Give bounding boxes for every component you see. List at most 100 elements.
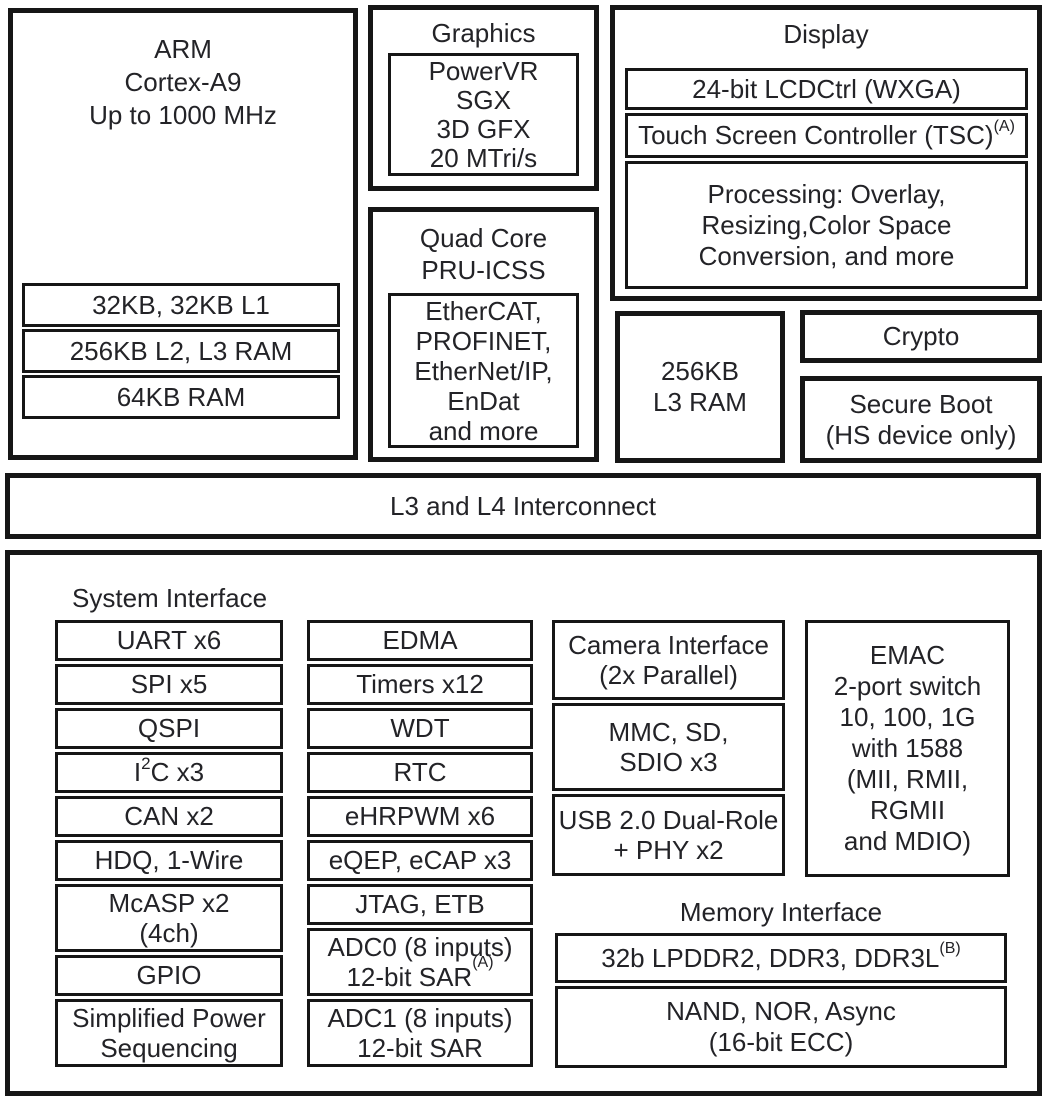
mmc-line2: SDIO x3	[619, 747, 718, 777]
nand-line1: NAND, NOR, Async	[666, 996, 896, 1026]
usb-line2: + PHY x2	[613, 835, 724, 865]
touch-screen-controller-row: Touch Screen Controller (TSC)(A)	[625, 113, 1028, 158]
power-line2: Sequencing	[100, 1033, 238, 1063]
gpu-line3: 3D GFX	[436, 113, 531, 144]
pru-title-line1: Quad Core	[419, 223, 548, 253]
wdt-row: WDT	[307, 708, 533, 749]
secure-boot-block: Secure Boot (HS device only)	[800, 376, 1042, 463]
gpu-line4: 20 MTri/s	[429, 142, 538, 173]
emac-line6: RGMII	[869, 795, 946, 825]
pru-line4: EnDat	[447, 385, 520, 416]
pru-title-line2: PRU-ICSS	[421, 255, 546, 285]
camera-interface-row: Camera Interface (2x Parallel)	[552, 620, 785, 700]
uart-row: UART x6	[55, 620, 283, 661]
arm-ram-row: 64KB RAM	[22, 375, 340, 419]
interconnect-bar: L3 and L4 Interconnect	[5, 473, 1041, 539]
emac-line7: and MDIO)	[843, 826, 972, 856]
ddr-row: 32b LPDDR2, DDR3, DDR3L(B)	[555, 933, 1007, 983]
pru-line1: EtherCAT,	[425, 295, 542, 326]
qspi-row: QSPI	[55, 708, 283, 749]
emac-block: EMAC 2-port switch 10, 100, 1G with 1588…	[805, 620, 1010, 877]
nand-nor-row: NAND, NOR, Async (16-bit ECC)	[555, 986, 1007, 1068]
camera-line2: (2x Parallel)	[599, 660, 738, 690]
mcasp-line1: McASP x2	[108, 888, 230, 918]
mmc-sd-row: MMC, SD, SDIO x3	[552, 703, 785, 791]
mmc-line1: MMC, SD,	[608, 717, 729, 747]
gpu-line1: PowerVR	[428, 55, 539, 86]
graphics-gpu-box: PowerVR SGX 3D GFX 20 MTri/s	[388, 53, 579, 176]
arm-title-line1: ARM	[154, 34, 212, 64]
spi-row: SPI x5	[55, 664, 283, 705]
power-sequencing-row: Simplified Power Sequencing	[55, 999, 283, 1067]
eqep-ecap-row: eQEP, eCAP x3	[307, 840, 533, 881]
pru-line2: PROFINET,	[415, 325, 552, 356]
arm-l2-cache-row: 256KB L2, L3 RAM	[22, 329, 340, 373]
display-block: Display 24-bit LCDCtrl (WXGA) Touch Scre…	[610, 5, 1042, 301]
usb-row: USB 2.0 Dual-Role + PHY x2	[552, 794, 785, 876]
emac-line5: (MII, RMII,	[846, 764, 969, 794]
gpu-line2: SGX	[456, 84, 511, 115]
memory-interface-title: Memory Interface	[555, 897, 1007, 928]
pru-line5: and more	[428, 415, 539, 446]
processing-line1: Processing: Overlay,	[707, 178, 946, 209]
secure-boot-line2: (HS device only)	[825, 419, 1017, 450]
emac-line4: with 1588	[851, 733, 964, 763]
jtag-etb-row: JTAG, ETB	[307, 884, 533, 925]
system-interface-title: System Interface	[72, 583, 268, 614]
emac-line2: 2-port switch	[833, 671, 982, 701]
gpio-row: GPIO	[55, 955, 283, 996]
emac-line1: EMAC	[869, 640, 946, 670]
l3-ram-block: 256KB L3 RAM	[615, 311, 785, 463]
emac-line3: 10, 100, 1G	[839, 702, 976, 732]
arm-block: ARM Cortex-A9 Up to 1000 MHz 32KB, 32KB …	[8, 8, 358, 460]
adc1-line2: 12-bit SAR	[357, 1033, 483, 1063]
adc0-footnote: (A)	[472, 954, 494, 972]
can-row: CAN x2	[55, 796, 283, 837]
timers-row: Timers x12	[307, 664, 533, 705]
crypto-block: Crypto	[800, 310, 1042, 363]
adc1-row: ADC1 (8 inputs) 12-bit SAR	[307, 999, 533, 1067]
graphics-block: Graphics PowerVR SGX 3D GFX 20 MTri/s	[368, 5, 599, 191]
pru-protocols-box: EtherCAT, PROFINET, EtherNet/IP, EnDat a…	[388, 293, 579, 448]
display-processing-row: Processing: Overlay, Resizing,Color Spac…	[625, 161, 1028, 289]
adc0-row: ADC0 (8 inputs) 12-bit SAR(A)	[307, 928, 533, 996]
hdq-1wire-row: HDQ, 1-Wire	[55, 840, 283, 881]
display-title: Display	[783, 19, 869, 49]
lcd-controller-row: 24-bit LCDCtrl (WXGA)	[625, 68, 1028, 110]
pru-icss-title: Quad Core PRU-ICSS	[373, 212, 594, 286]
nand-line2: (16-bit ECC)	[708, 1027, 854, 1057]
connectivity-column: Camera Interface (2x Parallel) MMC, SD, …	[552, 620, 785, 876]
l3-ram-line1: 256KB	[660, 356, 740, 386]
camera-line1: Camera Interface	[568, 630, 769, 660]
processing-line3: Conversion, and more	[698, 240, 955, 271]
adc0-line2: 12-bit SAR(A)	[328, 955, 513, 992]
i2c-post: C x3	[150, 757, 205, 787]
rtc-row: RTC	[307, 752, 533, 793]
mcasp-row: McASP x2 (4ch)	[55, 884, 283, 952]
processing-line2: Resizing,Color Space	[701, 209, 952, 240]
usb-line1: USB 2.0 Dual-Role	[558, 805, 779, 835]
arm-title: ARM Cortex-A9 Up to 1000 MHz	[13, 13, 353, 132]
memory-interface-box: 32b LPDDR2, DDR3, DDR3L(B) NAND, NOR, As…	[555, 933, 1007, 1068]
ehrpwm-row: eHRPWM x6	[307, 796, 533, 837]
edma-row: EDMA	[307, 620, 533, 661]
arm-l1-cache-row: 32KB, 32KB L1	[22, 283, 340, 327]
graphics-title: Graphics	[431, 18, 536, 48]
ddr-label: 32b LPDDR2, DDR3, DDR3L	[601, 942, 940, 973]
l3-ram-line2: L3 RAM	[653, 387, 747, 417]
secure-boot-line1: Secure Boot	[849, 388, 993, 419]
adc1-line1: ADC1 (8 inputs)	[327, 1003, 513, 1033]
tsc-label: Touch Screen Controller (TSC)	[638, 120, 994, 150]
arm-title-line3: Up to 1000 MHz	[89, 100, 277, 130]
power-line1: Simplified Power	[72, 1003, 266, 1033]
i2c-pre: I	[133, 757, 142, 787]
mcasp-line2: (4ch)	[139, 918, 199, 948]
pru-line3: EtherNet/IP,	[414, 355, 553, 386]
adc0-sar-label: 12-bit SAR	[346, 962, 473, 992]
pru-icss-block: Quad Core PRU-ICSS EtherCAT, PROFINET, E…	[368, 207, 599, 462]
timers-column: EDMA Timers x12 WDT RTC eHRPWM x6 eQEP, …	[307, 620, 533, 1067]
